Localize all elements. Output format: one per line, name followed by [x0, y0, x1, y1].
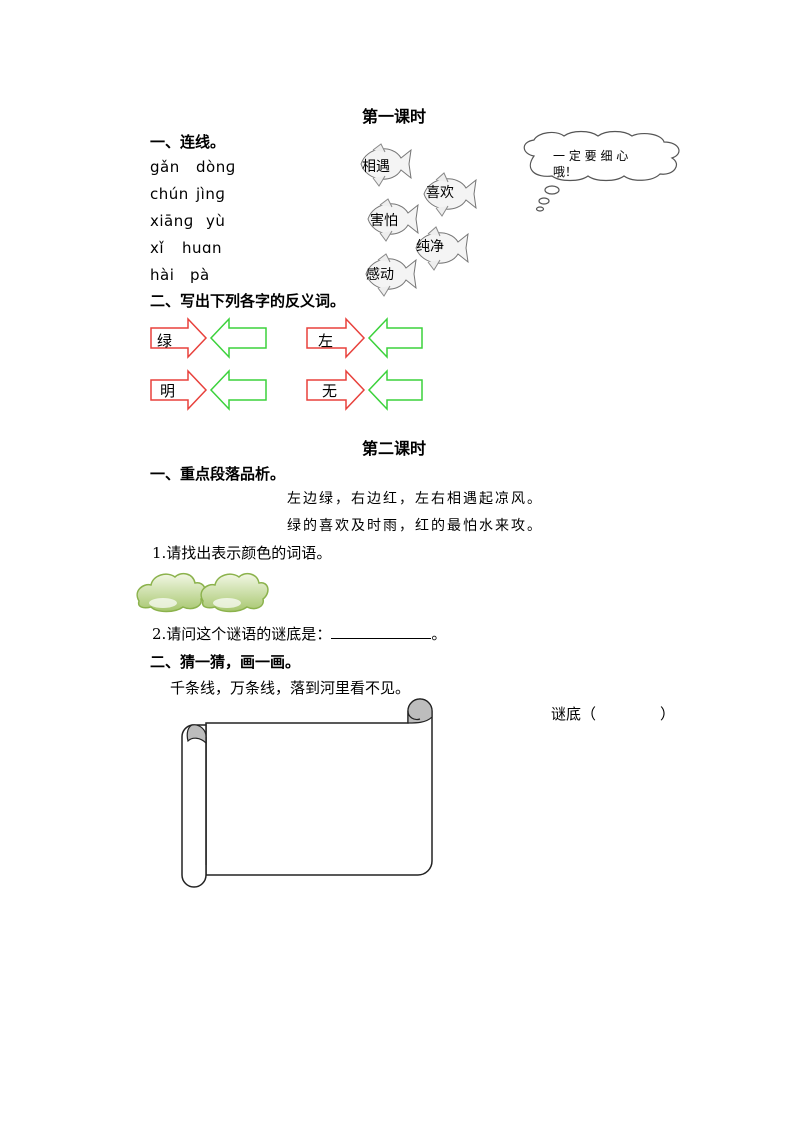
antonym-source-char: 绿: [157, 332, 173, 350]
antonym-arrow-pair: [306, 317, 423, 359]
riddle-answer: 谜底（）: [551, 705, 676, 723]
fish-icon: [360, 143, 412, 187]
poem-line: 左边绿，右边红，左右相遇起凉风。: [287, 491, 543, 507]
poem-line: 绿的喜欢及时雨，红的最怕水来攻。: [287, 518, 543, 534]
antonym-arrow-pair: [306, 369, 423, 411]
section2-heading: 二、写出下列各字的反义词。: [150, 292, 346, 310]
answer-blank[interactable]: [331, 624, 432, 639]
fish-icon: [415, 226, 469, 271]
lesson1-title: 第一课时: [362, 107, 427, 126]
lesson2-section1-heading: 一、重点段落品析。: [150, 465, 286, 483]
cloud-icon: [136, 572, 269, 613]
lesson2-title: 第二课时: [362, 439, 427, 458]
fish-word: 感动: [366, 267, 394, 283]
antonym-arrow-pair: [150, 317, 267, 359]
fish-icon: [367, 198, 419, 242]
fish-icon: [365, 253, 417, 297]
riddle-text: 千条线，万条线，落到河里看不见。: [170, 679, 411, 697]
antonym-source-char: 明: [160, 382, 176, 400]
antonym-source-char: 左: [318, 332, 334, 350]
fish-word: 纯净: [416, 239, 444, 255]
thought-bubble-line1: 一 定 要 细 心: [553, 149, 629, 163]
fish-word: 相遇: [362, 159, 390, 175]
fish-word: 喜欢: [426, 185, 454, 201]
scroll-drawing-area[interactable]: [178, 697, 434, 889]
question-2: 2.请问这个谜语的谜底是：。: [152, 624, 447, 643]
fish-icon: [423, 172, 477, 217]
thought-bubble-icon: [523, 130, 680, 212]
lesson2-section2-heading: 二、猜一猜，画一画。: [150, 653, 301, 671]
question-1: 1.请找出表示颜色的词语。: [152, 544, 332, 562]
section1-heading: 一、连线。: [150, 133, 226, 151]
antonym-arrow-pair: [150, 369, 267, 411]
fish-word: 害怕: [370, 213, 398, 229]
thought-bubble-line2: 哦！: [553, 165, 578, 179]
antonym-source-char: 无: [322, 382, 338, 400]
